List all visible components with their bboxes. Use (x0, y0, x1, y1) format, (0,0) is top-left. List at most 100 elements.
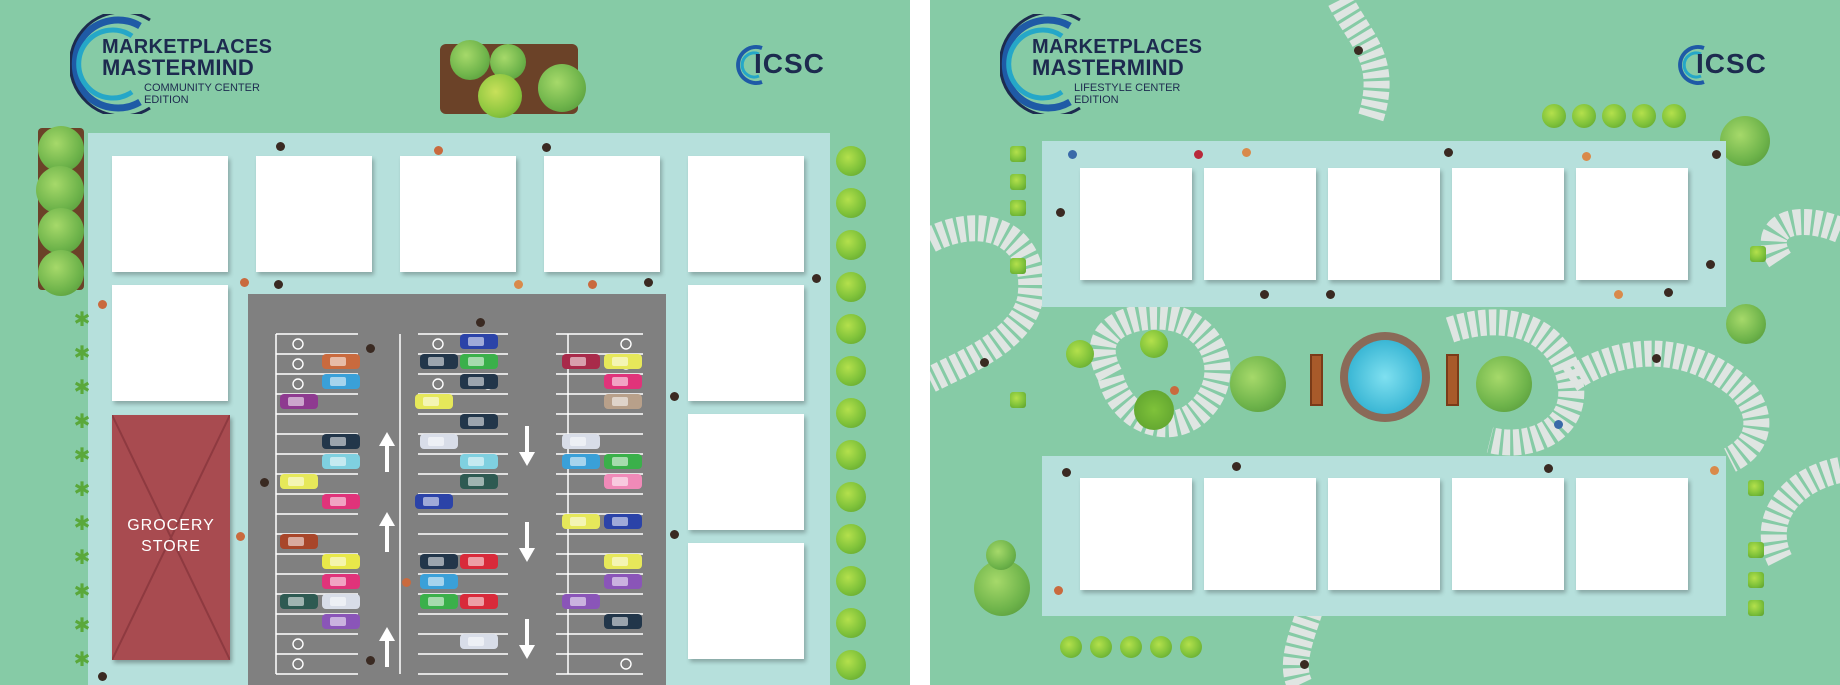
store-lot-1[interactable] (112, 156, 228, 272)
community-center-board: MARKETPLACES MASTERMIND COMMUNITY CENTER… (0, 0, 910, 685)
store-lot-7[interactable] (1204, 478, 1316, 590)
person (1326, 290, 1335, 299)
bush (1602, 104, 1626, 128)
store-lot-6[interactable] (112, 285, 228, 401)
icsc-ring-icon (1678, 45, 1705, 85)
bush (1748, 480, 1764, 496)
parked-car (322, 434, 360, 449)
person (670, 530, 679, 539)
store-lot-2[interactable] (256, 156, 372, 272)
parked-car (322, 574, 360, 589)
person (476, 318, 485, 327)
store-lot-2[interactable] (1204, 168, 1316, 280)
person (1054, 586, 1063, 595)
bush (1150, 636, 1172, 658)
store-lot-5[interactable] (1576, 168, 1688, 280)
bush (1060, 636, 1082, 658)
tree (38, 126, 84, 172)
person (1354, 46, 1363, 55)
palm-plant: ✱ (73, 377, 91, 399)
parked-car (415, 494, 453, 509)
bush (1090, 636, 1112, 658)
logo-edition-line1: COMMUNITY CENTER (144, 82, 260, 94)
parked-car (460, 354, 498, 369)
person (1068, 150, 1077, 159)
person (1544, 464, 1553, 473)
tree (36, 166, 84, 214)
tree (1720, 116, 1770, 166)
store-lot-8[interactable] (688, 414, 804, 530)
person (260, 478, 269, 487)
bush (836, 230, 866, 260)
person (366, 344, 375, 353)
parked-car (322, 614, 360, 629)
bush (1010, 174, 1026, 190)
tree (38, 208, 84, 254)
parked-car (280, 594, 318, 609)
parked-car (562, 354, 600, 369)
store-lot-5[interactable] (688, 156, 804, 272)
bush (1542, 104, 1566, 128)
store-lot-7[interactable] (688, 285, 804, 401)
lifestyle-center-board: MARKETPLACES MASTERMIND LIFESTYLE CENTER… (930, 0, 1840, 685)
logo-edition-line2: EDITION (1074, 94, 1119, 106)
person (1444, 148, 1453, 157)
parked-car (322, 454, 360, 469)
person (274, 280, 283, 289)
bush (836, 566, 866, 596)
person (1232, 462, 1241, 471)
parked-car (604, 374, 642, 389)
parked-car (280, 534, 318, 549)
parked-car (604, 554, 642, 569)
parked-car (604, 394, 642, 409)
logo-edition-line1: LIFESTYLE CENTER (1074, 82, 1181, 94)
bush (836, 482, 866, 512)
palm-plant: ✱ (73, 581, 91, 603)
store-lot-9[interactable] (1452, 478, 1564, 590)
parked-car (322, 494, 360, 509)
bush (1010, 392, 1026, 408)
store-lot-9[interactable] (688, 543, 804, 659)
store-lot-3[interactable] (400, 156, 516, 272)
person (366, 656, 375, 665)
person (812, 274, 821, 283)
palm-plant: ✱ (73, 479, 91, 501)
store-lot-1[interactable] (1080, 168, 1192, 280)
parked-car (322, 594, 360, 609)
logo-title-line2: MASTERMIND (102, 55, 255, 80)
store-lot-3[interactable] (1328, 168, 1440, 280)
palm-plant: ✱ (73, 411, 91, 433)
store-lot-6[interactable] (1080, 478, 1192, 590)
palm-plant: ✱ (73, 445, 91, 467)
bush (836, 314, 866, 344)
store-lot-4[interactable] (544, 156, 660, 272)
parked-car (420, 354, 458, 369)
logo-title-line1: MARKETPLACES (102, 36, 273, 58)
flowering-shrub (478, 74, 522, 118)
person (236, 532, 245, 541)
person (670, 392, 679, 401)
person (514, 280, 523, 289)
icsc-text: ICSC (754, 48, 825, 79)
bush (836, 650, 866, 680)
person (1554, 420, 1563, 429)
palm-plant: ✱ (73, 309, 91, 331)
parked-car (604, 514, 642, 529)
person (98, 300, 107, 309)
person (1712, 150, 1721, 159)
tree (538, 64, 586, 112)
person (402, 578, 411, 587)
parked-car (420, 554, 458, 569)
bush (1572, 104, 1596, 128)
parked-car (280, 474, 318, 489)
store-lot-8[interactable] (1328, 478, 1440, 590)
person (276, 142, 285, 151)
parked-car (562, 514, 600, 529)
logo-swoosh-icon (70, 14, 151, 114)
store-lot-10[interactable] (1576, 478, 1688, 590)
bush (1120, 636, 1142, 658)
store-lot-4[interactable] (1452, 168, 1564, 280)
parked-car (322, 354, 360, 369)
person (644, 278, 653, 287)
